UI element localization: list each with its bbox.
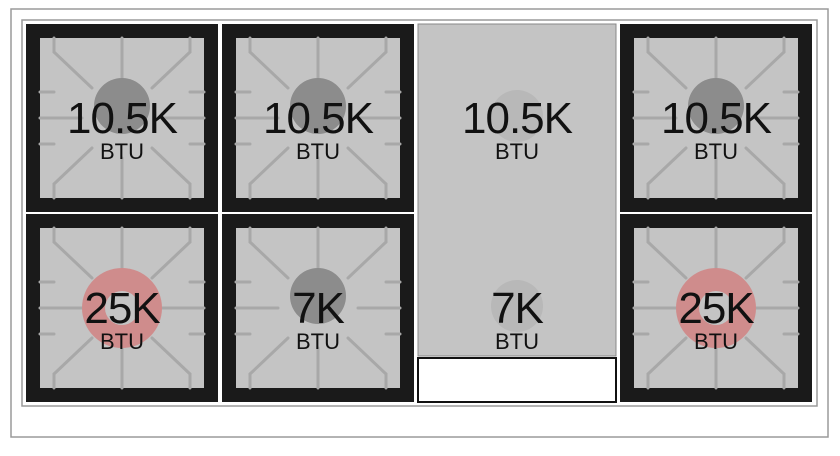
- grate-rear-left-center: [222, 24, 414, 212]
- griddle-drip-tray: [417, 357, 617, 403]
- burner-cap-front-left-center: [290, 268, 346, 324]
- burner-unit-front-right: BTU: [694, 329, 738, 354]
- burner-cap-rear-left-center: [290, 78, 346, 134]
- griddle-plate: [417, 23, 617, 357]
- burner-rating-front-right-center: 7K: [491, 284, 543, 333]
- griddle-burner-front-right-center: [491, 280, 543, 332]
- burner-rating-front-right: 25K: [678, 284, 754, 333]
- burners-layer: 10.5KBTU10.5KBTU10.5KBTU10.5KBTU25KBTU7K…: [26, 23, 812, 403]
- burner-rating-rear-left-center: 10.5K: [263, 94, 374, 143]
- burner-unit-rear-right: BTU: [694, 139, 738, 164]
- burner-rating-rear-right: 10.5K: [661, 94, 772, 143]
- burner-cap-rear-left: [94, 78, 150, 134]
- burner-unit-rear-left: BTU: [100, 139, 144, 164]
- burner-rating-front-left-center: 7K: [292, 284, 344, 333]
- burner-unit-rear-left-center: BTU: [296, 139, 340, 164]
- burner-unit-front-left: BTU: [100, 329, 144, 354]
- burner-unit-front-left-center: BTU: [296, 329, 340, 354]
- burner-unit-front-right-center: BTU: [495, 329, 539, 354]
- grate-front-left-center: [222, 214, 414, 402]
- griddle-burner-rear-right-center: [491, 90, 543, 142]
- burner-rating-front-left: 25K: [84, 284, 160, 333]
- burner-unit-rear-right-center: BTU: [495, 139, 539, 164]
- burner-rating-rear-right-center: 10.5K: [462, 94, 573, 143]
- burner-rating-rear-left: 10.5K: [67, 94, 178, 143]
- burner-center-front-right: [699, 291, 733, 325]
- burner-cap-rear-right: [688, 78, 744, 134]
- burner-center-front-left: [105, 291, 139, 325]
